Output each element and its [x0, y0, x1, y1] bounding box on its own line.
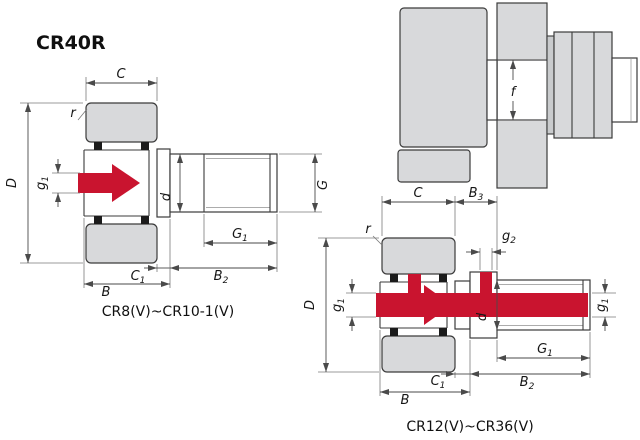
dim-B [83, 218, 170, 288]
grease-passage-highlight [78, 164, 140, 202]
dim-label-d: d [475, 312, 490, 321]
grease-bar [78, 173, 112, 193]
dim-label-D: D [5, 178, 20, 188]
seal-block [390, 328, 398, 336]
washer [546, 35, 555, 135]
dim-C [381, 196, 456, 236]
drawing-cr12-cr36: C B3 r g2 D g1 [303, 186, 616, 435]
dim-label-G: G [316, 180, 331, 190]
stud-section [486, 59, 498, 121]
grease-arrow [112, 164, 140, 202]
dim-g1 [52, 159, 80, 207]
dim-label-C: C [116, 67, 126, 82]
dim-label-B2: B2 [520, 375, 535, 392]
track-rail [397, 149, 471, 183]
dim-label-B2: B2 [214, 269, 229, 286]
page-title: CR40R [36, 32, 106, 54]
outer-ring-top [381, 237, 456, 275]
grease-bar [376, 293, 588, 317]
dim-label-B: B [102, 285, 111, 300]
hex-nut [553, 31, 613, 139]
dim-B2 [169, 219, 277, 288]
dim-g1-right [592, 279, 616, 331]
dim-C [85, 77, 158, 101]
seal-block [141, 142, 149, 150]
dim-g1-left [346, 279, 376, 331]
outer-ring-bottom [85, 223, 158, 264]
outer-ring-top [85, 102, 158, 143]
outer-ring-bottom [381, 335, 456, 373]
dim-D [20, 102, 83, 264]
seal-block [94, 216, 102, 224]
dim-label-r: r [70, 106, 77, 121]
stud-end [611, 57, 638, 123]
series-caption-small: CR8(V)~CR10-1(V) [102, 304, 234, 320]
stud-body [169, 153, 278, 213]
dim-C1 [144, 264, 170, 272]
dim-label-G1: G1 [537, 342, 553, 359]
series-caption-large: CR12(V)~CR36(V) [406, 419, 533, 435]
dim-B [379, 330, 470, 396]
dim-label-C1: C1 [431, 374, 446, 391]
stud-collar [156, 148, 171, 218]
seal-block [94, 142, 102, 150]
seal-block [439, 274, 447, 282]
dim-label-g1: g1 [34, 176, 51, 190]
drawing-mounting-example: f [397, 2, 638, 189]
stud-shaft [156, 148, 278, 218]
grease-arrow [424, 285, 452, 325]
dim-label-D: D [303, 300, 318, 310]
seal-block [141, 216, 149, 224]
dim-label-g1-right: g1 [594, 298, 611, 312]
follower-roller [399, 7, 488, 148]
dim-label-C1: C1 [131, 269, 146, 286]
seal-block [439, 328, 447, 336]
dim-label-g1-left: g1 [330, 298, 347, 312]
dim-D [318, 237, 379, 373]
dim-label-G1: G1 [232, 227, 248, 244]
dim-B2 [469, 340, 590, 396]
grease-branch-g2 [480, 272, 492, 293]
dim-r [372, 235, 383, 246]
drawing-cr8-cr10: C r D g1 d G [5, 67, 331, 320]
dim-label-B: B [401, 393, 410, 408]
bearing-cross-section [379, 237, 456, 373]
dim-label-f: f [511, 85, 518, 100]
dim-label-B3: B3 [469, 186, 484, 203]
dim-G1 [496, 332, 591, 378]
dim-label-r: r [365, 222, 372, 237]
dim-r [77, 108, 88, 121]
dim-B3 [455, 196, 498, 270]
label-halo [505, 80, 521, 101]
dim-label-C: C [413, 186, 423, 201]
dim-label-g2: g2 [502, 229, 516, 246]
grease-branch-bearing [408, 274, 421, 293]
dim-g2 [466, 248, 506, 270]
dim-C1 [441, 370, 470, 378]
bearing-cross-section [83, 102, 158, 264]
dim-label-d: d [159, 192, 174, 201]
dim-G1 [203, 214, 278, 272]
seal-block [390, 274, 398, 282]
grease-passage-highlight [376, 272, 588, 325]
dim-G [279, 153, 322, 213]
